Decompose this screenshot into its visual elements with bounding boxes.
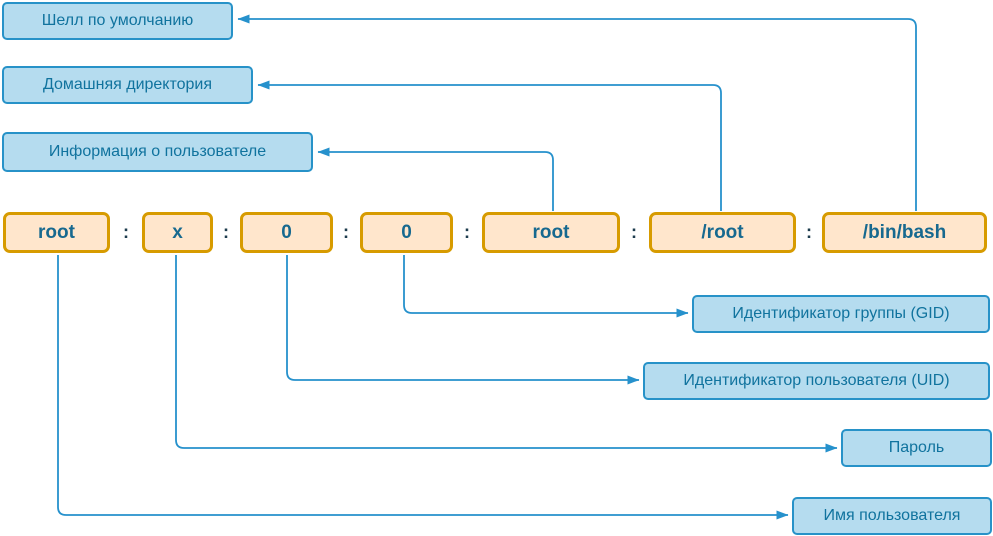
field-gid: 0 <box>360 212 453 253</box>
connector-home-directory <box>257 80 722 211</box>
label-user-info: Информация о пользователе <box>2 132 313 172</box>
connector-shell <box>237 14 917 211</box>
field-home-directory: /root <box>649 212 796 253</box>
field-separator: : <box>806 222 812 242</box>
connector-password <box>175 255 838 453</box>
field-username: root <box>3 212 110 253</box>
field-separator: : <box>343 222 349 242</box>
field-separator: : <box>464 222 470 242</box>
field-password: x <box>142 212 213 253</box>
field-uid: 0 <box>240 212 333 253</box>
label-gid: Идентификатор группы (GID) <box>692 295 990 333</box>
label-password: Пароль <box>841 429 992 467</box>
field-user-info: root <box>482 212 620 253</box>
connector-user-info <box>317 147 554 211</box>
label-default-shell: Шелл по умолчанию <box>2 2 233 40</box>
label-uid: Идентификатор пользователя (UID) <box>643 362 990 400</box>
connector-gid <box>403 255 689 318</box>
field-separator: : <box>223 222 229 242</box>
field-separator: : <box>631 222 637 242</box>
field-separator: : <box>123 222 129 242</box>
field-shell: /bin/bash <box>822 212 987 253</box>
label-home-directory: Домашняя директория <box>2 66 253 104</box>
label-username: Имя пользователя <box>792 497 992 535</box>
connector-uid <box>286 255 640 385</box>
